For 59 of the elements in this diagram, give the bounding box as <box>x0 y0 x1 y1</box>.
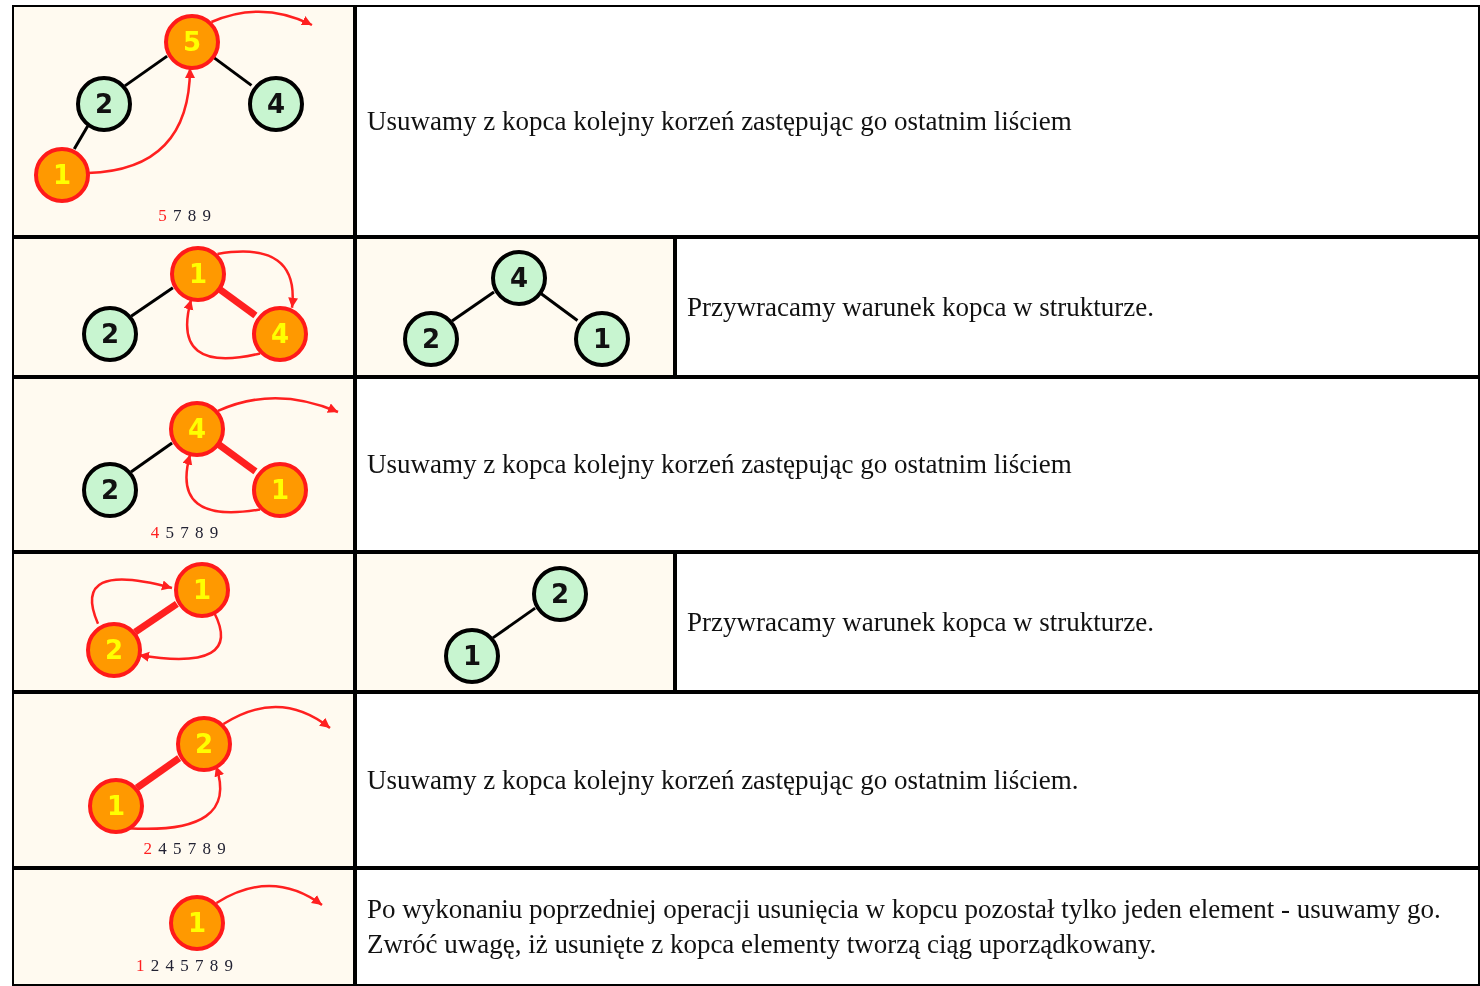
heap-node: 1 <box>174 562 230 618</box>
sequence-text: 5 7 8 9 <box>158 206 212 226</box>
arrow <box>222 705 331 729</box>
tree-edge <box>216 285 258 319</box>
arrow <box>183 454 261 514</box>
tree-edge <box>72 125 90 150</box>
step-description: Usuwamy z kopca kolejny korzeń zastępując go ostatnim liściem <box>355 5 1480 237</box>
tree-edge <box>130 286 174 318</box>
sequence-text: 4 5 7 8 9 <box>150 523 220 543</box>
diagram-panel <box>12 552 355 692</box>
diagram-panel <box>12 5 355 237</box>
heap-node: 1 <box>574 311 630 367</box>
tree-edge <box>130 441 173 474</box>
arrow <box>87 67 195 175</box>
tree-edge <box>124 54 168 88</box>
arrow <box>217 250 298 308</box>
heap-node: 4 <box>252 306 308 362</box>
heap-node: 4 <box>248 76 304 132</box>
step-description: Usuwamy z kopca kolejny korzeń zastępując go ostatnim liściem. <box>355 692 1480 868</box>
heap-node: 2 <box>86 622 142 678</box>
heap-node: 2 <box>176 716 232 772</box>
heap-node: 2 <box>82 462 138 518</box>
arrow <box>90 578 173 625</box>
sequence-text: 2 4 5 7 8 9 <box>143 839 227 859</box>
heap-node: 2 <box>532 566 588 622</box>
heap-node: 1 <box>170 246 226 302</box>
sequence-text: 1 2 4 5 7 8 9 <box>136 956 234 976</box>
diagram-panel <box>355 552 675 692</box>
diagram-panel <box>12 237 355 377</box>
heap-node: 1 <box>34 147 90 203</box>
heap-node: 1 <box>169 895 225 951</box>
step-description: Przywracamy warunek kopca w strukturze. <box>675 237 1480 377</box>
tree-edge <box>451 290 495 323</box>
tree-edge <box>133 600 179 636</box>
heap-node: 1 <box>252 462 308 518</box>
heap-node: 1 <box>444 628 500 684</box>
heap-node: 4 <box>491 250 547 306</box>
tree-edge <box>134 755 182 791</box>
heap-node: 5 <box>164 14 220 70</box>
arrow <box>215 884 323 907</box>
heap-node: 2 <box>76 76 132 132</box>
heap-node: 2 <box>82 306 138 362</box>
diagram-panel <box>12 868 355 986</box>
tree-edge <box>211 55 253 87</box>
heap-node: 2 <box>403 311 459 367</box>
heap-node: 4 <box>169 401 225 457</box>
arrow <box>217 397 339 414</box>
diagram-panel <box>355 237 675 377</box>
diagram-panel <box>12 692 355 868</box>
tree-edge <box>215 440 258 475</box>
step-description: Przywracamy warunek kopca w strukturze. <box>675 552 1480 692</box>
step-description: Po wykonaniu poprzedniej operacji usunięcia w kopcu pozostał tylko jeden element - usuwamy go. Zwróć uwagę, iż usunięte z kopca elementy tworzą ciąg uporządkowany. <box>355 868 1480 986</box>
tree-edge <box>492 606 536 640</box>
tree-edge <box>538 291 579 322</box>
heap-node: 1 <box>88 778 144 834</box>
diagram-panel <box>12 377 355 552</box>
arrow <box>211 10 313 27</box>
arrow <box>184 299 261 360</box>
step-description: Usuwamy z kopca kolejny korzeń zastępując go ostatnim liściem <box>355 377 1480 552</box>
